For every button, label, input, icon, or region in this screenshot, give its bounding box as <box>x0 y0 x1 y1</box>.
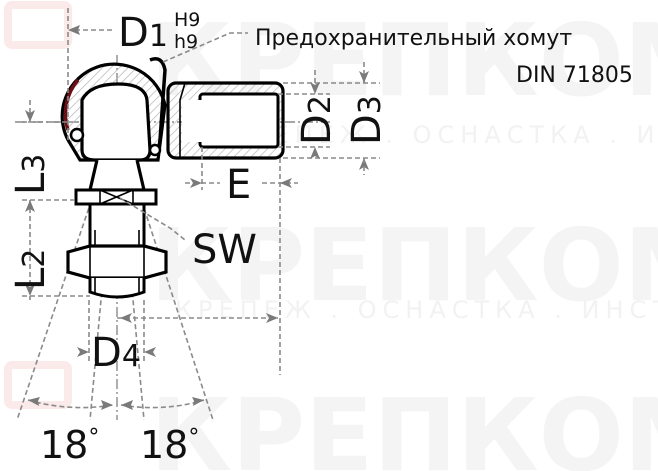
watermark: КРЕПКОМ КРЕПКОМ КРЕПКОМ КРЕПЕЖ . ОСНАСТК… <box>4 1 658 471</box>
svg-text:L3: L3 <box>8 154 54 195</box>
labels: D1 H9 h9 Предохранительный хомут DIN 718… <box>8 9 633 467</box>
ball-stud <box>66 159 168 299</box>
label-l2: L2 <box>8 249 54 290</box>
label-d1-tol-upper: H9 <box>174 9 200 31</box>
threaded-shank <box>166 81 285 160</box>
accent-arc <box>63 78 80 131</box>
dimension-lines <box>22 8 380 410</box>
socket-housing <box>60 62 167 162</box>
label-d1: D1 <box>118 10 168 56</box>
title-line-1: Предохранительный хомут <box>255 26 572 51</box>
svg-text:D2: D2 <box>294 95 340 145</box>
safety-clip <box>148 57 167 157</box>
label-e: E <box>226 162 251 208</box>
title-line-2: DIN 71805 <box>516 63 633 88</box>
watermark-tagline-top: КРЕПЕЖ . ОСНАСТКА . ИНСТРУМЕНТ <box>230 121 658 149</box>
svg-text:D3: D3 <box>344 95 390 145</box>
label-angle-right: 18° <box>140 423 199 467</box>
svg-text:L2: L2 <box>8 249 54 290</box>
label-l3: L3 <box>8 154 54 195</box>
hex-nut <box>66 244 168 280</box>
watermark-logo-top <box>4 1 72 49</box>
label-angle-left: 18° <box>40 423 99 467</box>
watermark-brand-middle: КРЕПКОМ <box>150 207 658 324</box>
label-sw: SW <box>192 227 257 273</box>
label-d2: D2 <box>294 95 340 145</box>
watermark-tagline-middle: КРЕПЕЖ . ОСНАСТКА . ИНСТРУМЕНТ <box>175 296 658 324</box>
label-d4: D4 <box>91 330 141 376</box>
label-d3: D3 <box>344 95 390 145</box>
label-d1-tol-lower: h9 <box>174 31 198 53</box>
watermark-brand-bottom: КРЕПКОМ <box>150 377 658 471</box>
